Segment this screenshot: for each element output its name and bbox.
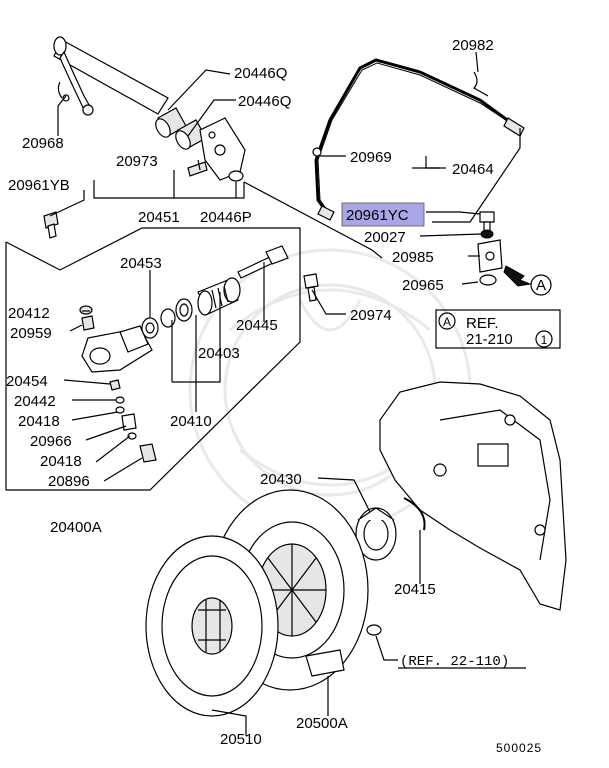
bolt-20961YB [43,211,59,239]
label-20985: 20985 [392,249,434,266]
label-20961YC: 20961YC [346,207,409,224]
group-outline-20400A [5,170,383,491]
label-20451: 20451 [138,209,180,226]
bolt-20961YC [479,211,495,233]
label-20446P: 20446P [200,209,252,226]
label-20442: 20442 [14,393,56,410]
label-ref-22-110: (REF. 22-110) [400,654,509,670]
label-20510: 20510 [220,731,262,748]
clip-20965 [479,274,497,286]
ref-box-marker: A [443,315,451,329]
release-cylinder-body [81,325,153,373]
label-20982: 20982 [452,37,494,54]
label-20974: 20974 [350,307,392,324]
label-20446Q-b: 20446Q [238,93,291,110]
bracket-20985 [477,239,503,273]
label-20400A: 20400A [50,519,102,536]
label-20412: 20412 [8,305,50,322]
clutch-pipe-20464 [312,58,525,221]
label-20968: 20968 [22,135,64,152]
seal-20453 [141,317,159,339]
ref-box: A REF. 21-210 1 [435,309,561,349]
diagram-number: 500025 [496,741,542,755]
label-20445: 20445 [236,317,278,334]
push-rod-20445 [237,245,289,279]
label-20965: 20965 [402,277,444,294]
label-20959: 20959 [10,325,52,342]
transmission-housing [379,381,567,611]
label-20418-a: 20418 [18,413,60,430]
label-20415: 20415 [394,581,436,598]
leader-lines [49,51,521,736]
label-20464: 20464 [452,161,494,178]
clutch-disc-20510 [145,535,279,717]
label-20418-b: 20418 [40,453,82,470]
direction-arrow: A [503,265,552,296]
ref-box-line2: 21-210 [466,331,513,348]
dowel-pin [366,624,382,636]
arrow-marker-label: A [536,277,546,294]
label-20454: 20454 [6,373,48,390]
release-bearing-20430 [355,507,397,561]
label-20430: 20430 [260,471,302,488]
boot-20403 [197,277,241,316]
release-shaft-20451 [53,36,169,116]
label-20403: 20403 [198,345,240,362]
ref-box-circled: 1 [541,333,548,347]
label-20969: 20969 [350,149,392,166]
label-20027: 20027 [364,229,406,246]
piston-20410 [160,298,193,328]
highlight-20961YC [341,202,425,227]
label-20961YB: 20961YB [8,177,70,194]
clip-20415 [403,497,426,531]
label-20966: 20966 [30,433,72,450]
small-parts-stack [79,305,157,463]
label-20500A: 20500A [296,715,348,732]
label-20896: 20896 [48,473,90,490]
label-20410: 20410 [170,413,212,430]
part-labels: 20982 20446Q 20446Q 20968 20969 20464 20… [6,37,542,755]
washer-20027 [480,229,494,239]
release-fork-bracket [199,117,246,182]
bolt-20973 [187,161,208,177]
label-20973: 20973 [116,153,158,170]
ref-box-line1: REF. [466,315,499,332]
bushing-20446Q-b [175,119,207,150]
label-20446Q-a: 20446Q [234,65,287,82]
label-20453: 20453 [120,255,162,272]
bolt-20974 [303,273,319,302]
